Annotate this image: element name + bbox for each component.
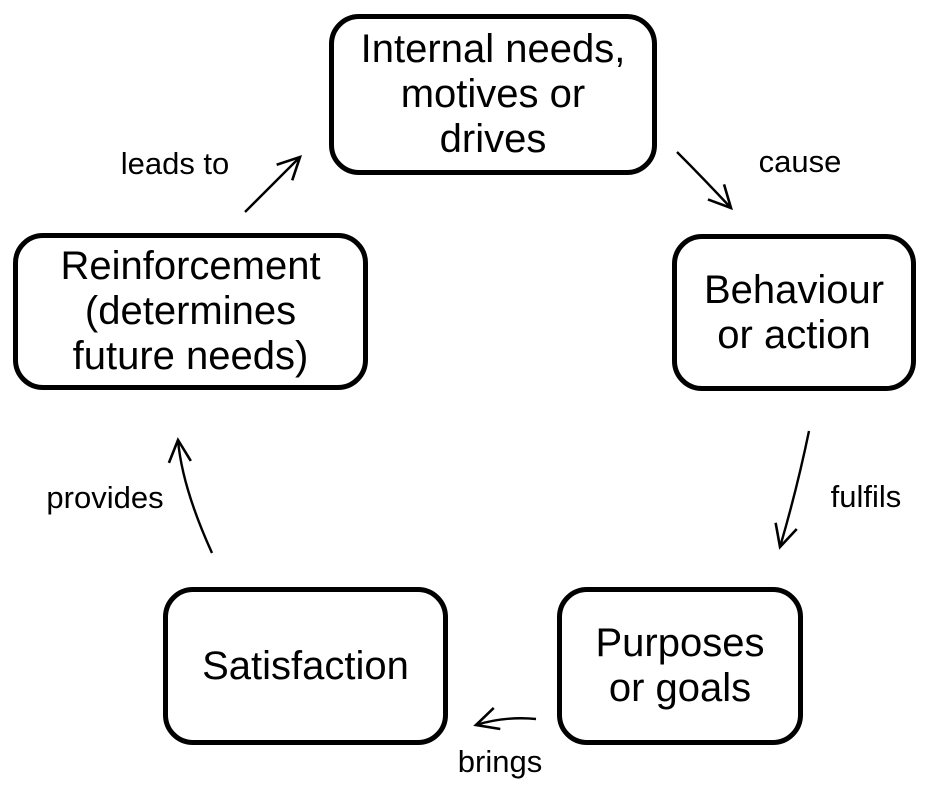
arrow-internal-to-behaviour (676, 151, 733, 211)
edge-label-leads-to: leads to (120, 146, 230, 181)
arrow-satisfaction-to-reinforcement (167, 437, 214, 554)
node-internal-needs: Internal needs, motives or drives (329, 14, 657, 175)
node-purposes-or-goals: Purposes or goals (557, 587, 803, 745)
arrow-behaviour-to-purposes (774, 430, 811, 550)
node-behaviour-or-action: Behaviour or action (672, 234, 916, 391)
edge-label-provides: provides (46, 480, 164, 515)
edge-label-brings: brings (457, 744, 543, 779)
edge-label-fulfils: fulfils (830, 479, 902, 514)
node-reinforcement: Reinforcement (determines future needs) (13, 233, 368, 390)
node-satisfaction: Satisfaction (163, 587, 448, 745)
arrow-reinforcement-to-internal (244, 154, 303, 213)
edge-label-cause: cause (758, 144, 842, 179)
arrow-purposes-to-satisfaction (473, 707, 537, 731)
